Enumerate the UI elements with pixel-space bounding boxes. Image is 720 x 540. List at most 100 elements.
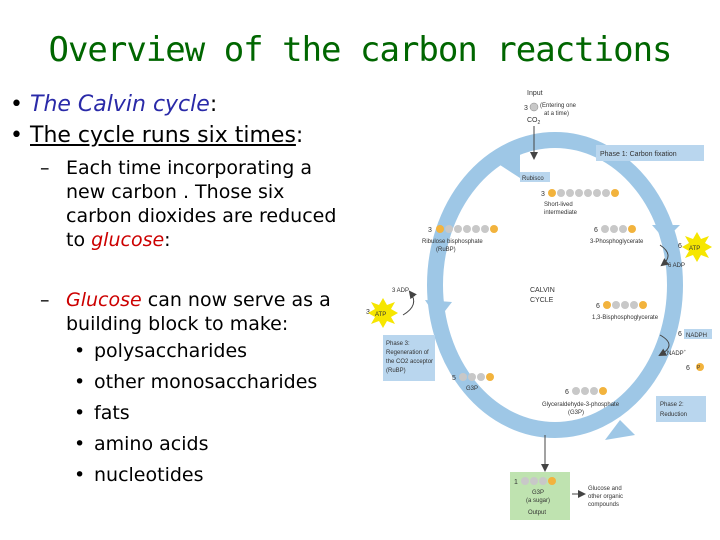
list-dot: • xyxy=(74,464,86,486)
carbon-atom xyxy=(581,387,589,395)
bullet-2-suffix: : xyxy=(295,123,304,148)
output-label: (a sugar) xyxy=(526,498,550,504)
list-item: •amino acids xyxy=(74,429,390,460)
subbullet-incorporating: – Each time incorporating a new carbon .… xyxy=(40,156,390,252)
input-count: 3 xyxy=(524,105,528,112)
pga-count: 6 xyxy=(594,227,598,234)
rubp-count: 3 xyxy=(428,227,432,234)
cycle-arrowhead xyxy=(605,420,635,440)
g3p-6-label: (G3P) xyxy=(568,410,584,416)
glucose-label: compounds xyxy=(588,502,619,508)
carbon-atom xyxy=(572,387,580,395)
bullet-1-emphasis: Calvin cycle xyxy=(77,92,210,117)
pga-label: 3-Phosphoglycerate xyxy=(590,239,644,245)
carbon-atom xyxy=(529,102,539,112)
intermediate-label: Short-lived xyxy=(544,202,573,208)
cycle-ring xyxy=(427,132,683,438)
subbullet-2-line-1-suffix: can now serve as a xyxy=(141,289,331,311)
carbon-atom xyxy=(630,301,638,309)
list-item-label: other monosaccharides xyxy=(94,371,318,393)
phase-1-label: Phase 1: Carbon fixation xyxy=(600,151,677,158)
nadph-arrow xyxy=(658,334,670,356)
bullet-1-prefix: The xyxy=(30,92,78,117)
nadp-superscript: + xyxy=(684,348,687,353)
building-block-list: •polysaccharides •other monosaccharides … xyxy=(10,336,390,491)
co2-label: CO2 xyxy=(527,117,541,126)
calvin-label: CALVIN xyxy=(530,287,555,294)
carbon-atom xyxy=(481,225,489,233)
list-dot: • xyxy=(74,371,86,393)
phase-3-label: the CO2 acceptor xyxy=(386,359,433,365)
subbullet-1-line-3: carbon dioxides are reduced xyxy=(66,205,337,227)
pi-count: 6 xyxy=(686,365,690,372)
list-item-label: fats xyxy=(94,402,130,424)
carbon-atom xyxy=(601,225,609,233)
carbon-atom xyxy=(463,225,471,233)
g3p-6-count: 6 xyxy=(565,389,569,396)
bullet-list: •The Calvin cycle: •The cycle runs six t… xyxy=(10,92,390,491)
subbullet-1-line-2: new carbon . Those six xyxy=(66,181,285,203)
carbon-atom xyxy=(468,373,476,381)
cycle-arrowhead xyxy=(500,150,520,178)
phosphate xyxy=(611,189,619,197)
carbon-atom xyxy=(454,225,462,233)
input-note: at a time) xyxy=(544,111,569,117)
atp-label: ATP xyxy=(375,312,386,318)
subbullet-1-line-4-suffix: : xyxy=(164,229,171,251)
carbon-atom xyxy=(602,189,610,197)
carbon-atom xyxy=(619,225,627,233)
input-note: (Entering one xyxy=(540,103,577,109)
list-item-label: nucleotides xyxy=(94,464,204,486)
rubisco-box xyxy=(520,172,550,182)
phosphate xyxy=(490,225,498,233)
phase-2-label: Reduction xyxy=(660,412,687,418)
list-item: • other monosaccharides xyxy=(74,367,390,398)
phase-3-label: (RuBP) xyxy=(386,368,406,374)
bullet-1-suffix: : xyxy=(209,92,218,117)
bpg-label: 1,3-Bisphosphoglycerate xyxy=(592,315,659,321)
phase-3-box xyxy=(383,335,435,381)
carbon-atom xyxy=(521,477,529,485)
g3p-6-molecule xyxy=(572,387,607,395)
carbon-atom xyxy=(445,225,453,233)
input-label: Input xyxy=(527,90,543,97)
list-dot: • xyxy=(74,402,86,424)
g3p-5-label: G3P xyxy=(466,386,478,392)
bullet-dot: • xyxy=(10,123,23,148)
co2-text: CO xyxy=(527,117,538,124)
phase-1-box xyxy=(596,145,704,161)
list-item: •polysaccharides xyxy=(74,336,390,367)
intermediate-label: intermediate xyxy=(544,210,578,216)
phase-2-label: Phase 2: xyxy=(660,402,684,408)
phosphate xyxy=(599,387,607,395)
carbon-atom xyxy=(612,301,620,309)
output-label: G3P xyxy=(532,490,544,496)
list-item: • fats xyxy=(74,398,390,429)
phase-2-box xyxy=(656,396,706,422)
list-item-label: polysaccharides xyxy=(94,340,248,362)
subbullet-1-line-4-prefix: to xyxy=(66,229,92,251)
output-count: 1 xyxy=(514,479,518,486)
calvin-label: CYCLE xyxy=(530,297,554,304)
nadph-box xyxy=(684,329,712,339)
cycle-arrowhead xyxy=(652,225,680,240)
pga-molecule xyxy=(601,225,636,233)
carbon-atom xyxy=(472,225,480,233)
list-dot: • xyxy=(74,433,86,455)
carbon-atom xyxy=(477,373,485,381)
bullet-calvin-cycle: •The Calvin cycle: xyxy=(10,92,390,117)
intermediate-molecule xyxy=(548,189,619,197)
bullet-six-times: • The cycle runs six times: xyxy=(10,123,390,148)
phosphate xyxy=(548,477,556,485)
carbon-atom xyxy=(459,373,467,381)
carbon-atom xyxy=(566,189,574,197)
nadp-text: 6 NADP xyxy=(662,351,684,357)
cycle-arrowhead xyxy=(425,300,452,320)
output-title: Output xyxy=(528,510,546,516)
bullet-2-text: The cycle runs six times xyxy=(30,123,296,148)
co2-subscript: 2 xyxy=(538,120,541,126)
carbon-atom xyxy=(584,189,592,197)
phase-3-label: Phase 3: xyxy=(386,341,410,347)
phosphate xyxy=(696,363,704,371)
rubp-label: Ribulose bisphosphate xyxy=(422,239,483,245)
